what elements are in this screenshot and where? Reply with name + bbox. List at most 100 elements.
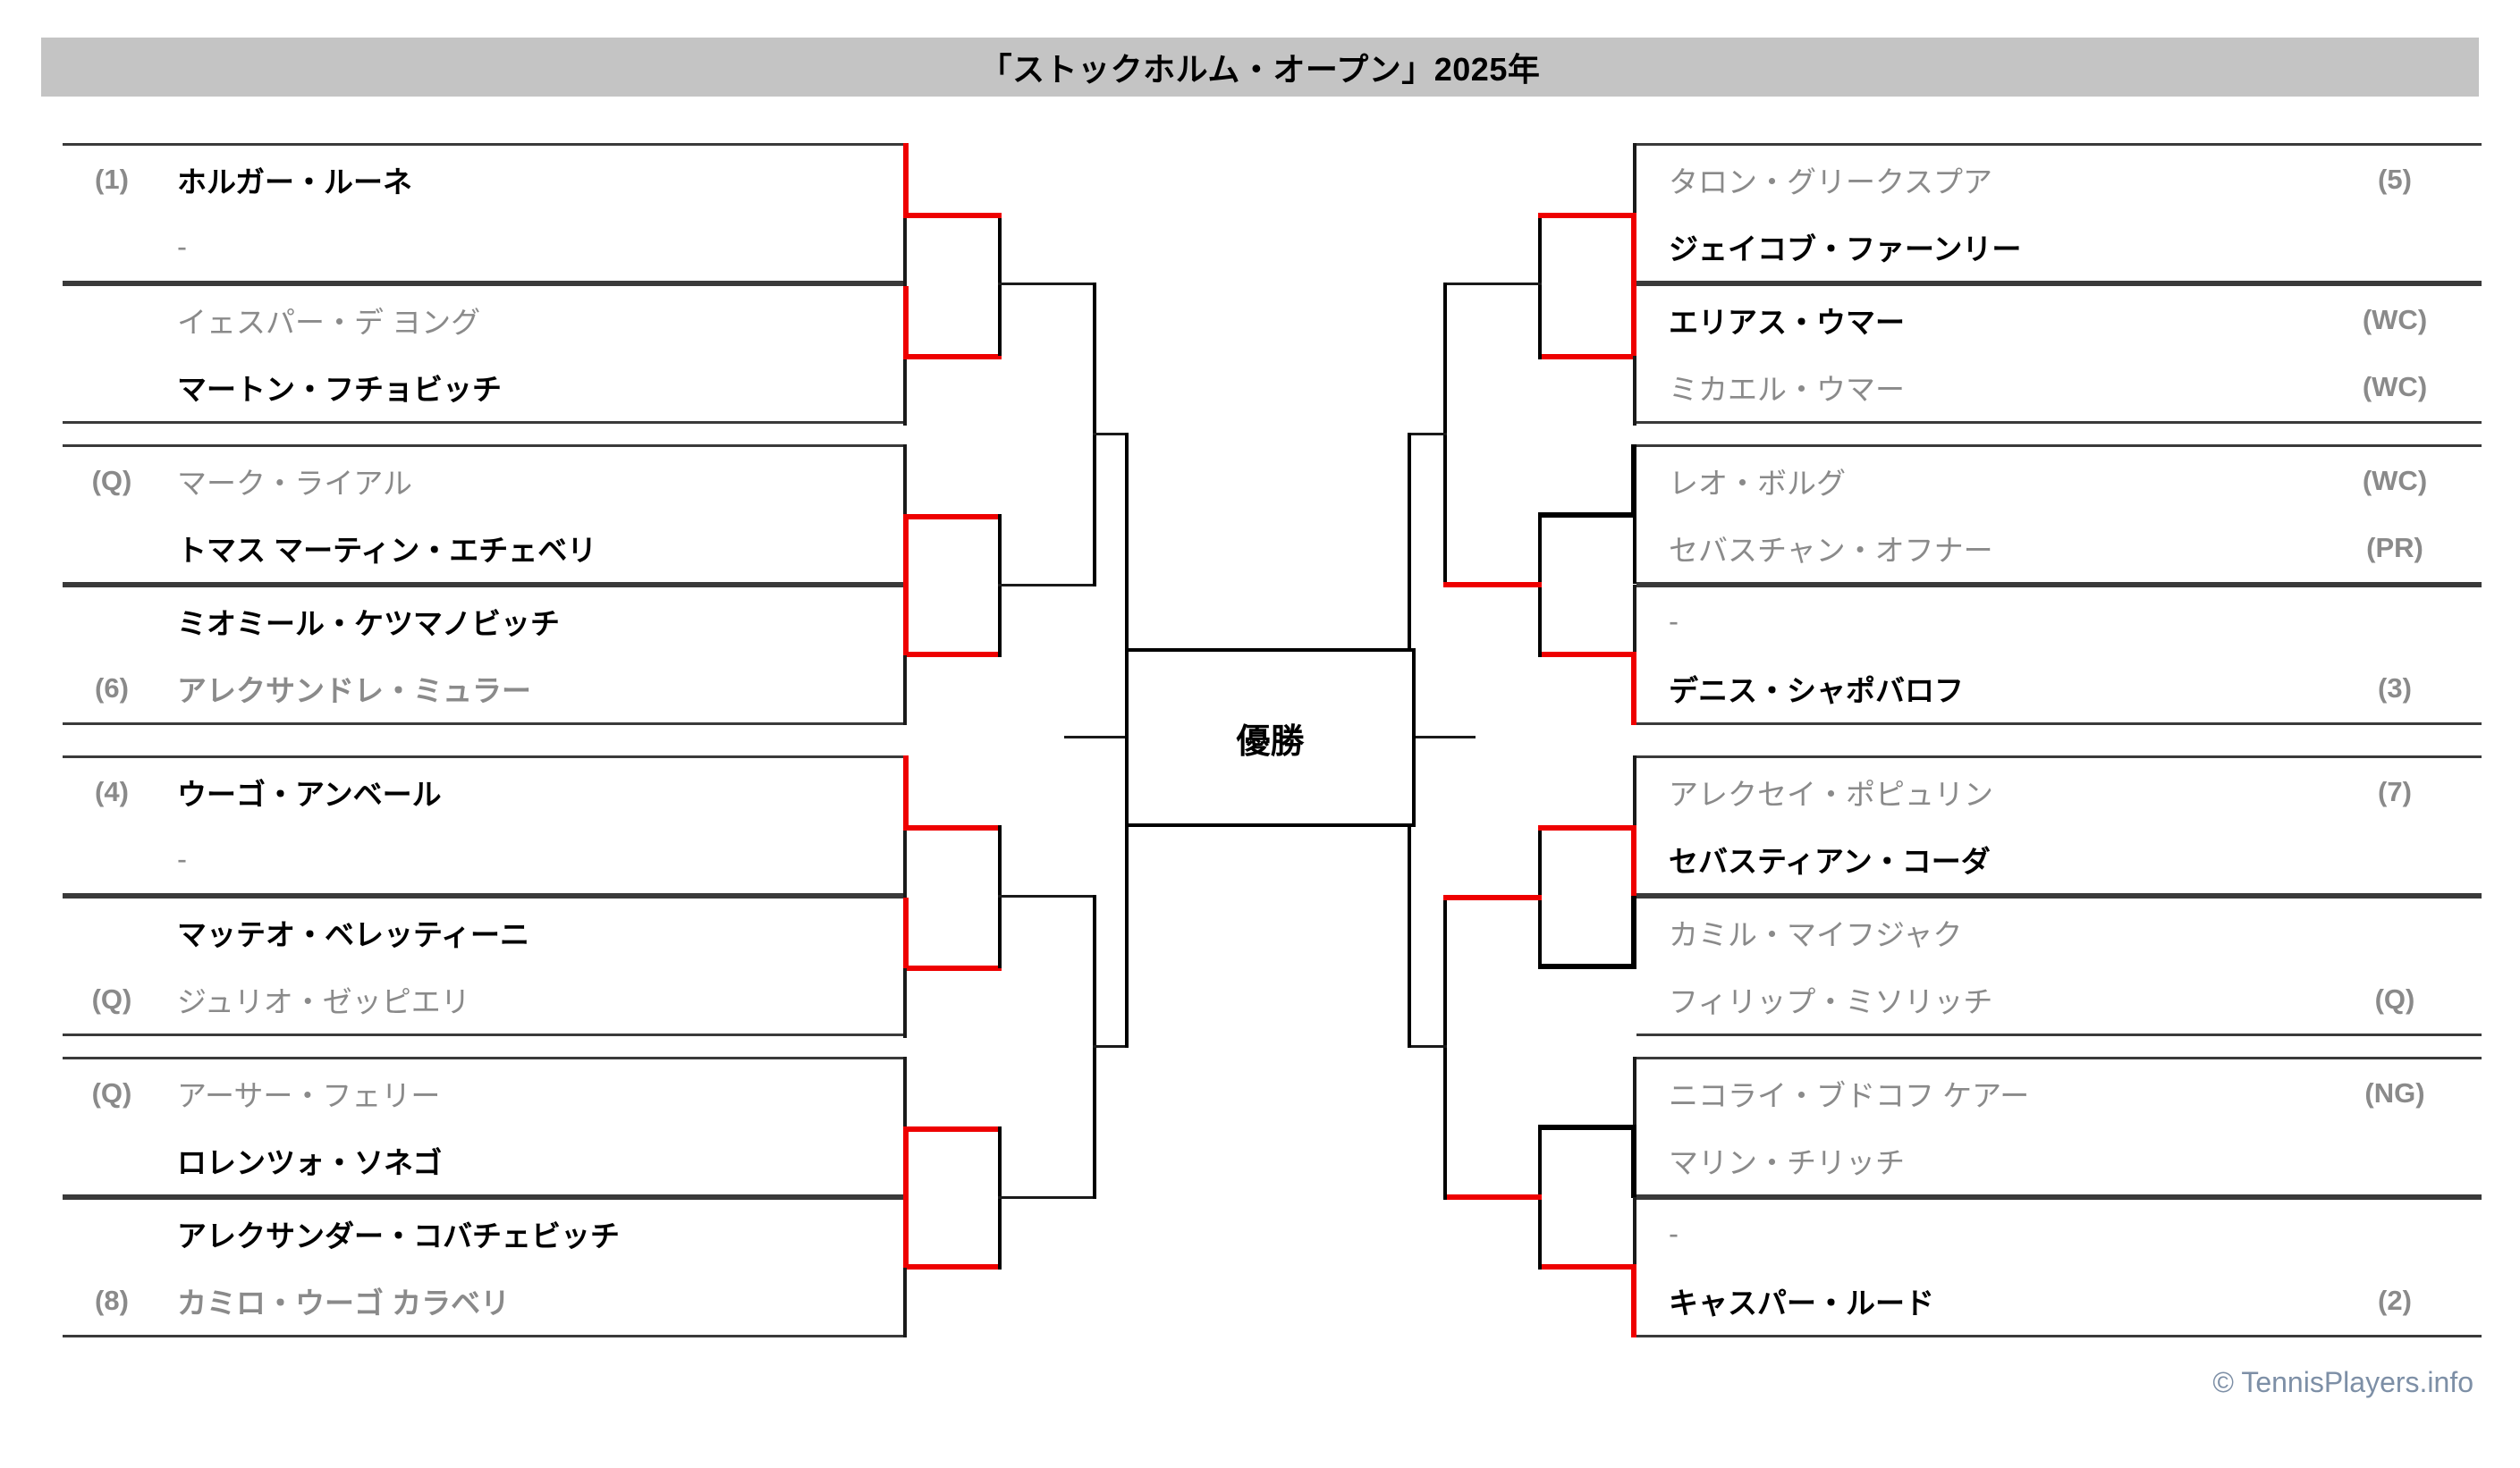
connector-line-advance xyxy=(903,825,1002,831)
seed-label: (WC) xyxy=(2362,371,2428,403)
player-name: - xyxy=(177,842,187,876)
player-slot[interactable]: - xyxy=(63,826,903,894)
match-box[interactable]: タロン・グリークスプア (5) ジェイコブ・ファーンリー xyxy=(1636,143,2482,283)
connector-line xyxy=(1633,514,1636,584)
player-slot[interactable]: アレクセイ・ポピュリン (7) xyxy=(1636,758,2482,826)
player-slot[interactable]: デニス・シャポバロフ (3) xyxy=(1636,655,2482,723)
connector-line xyxy=(903,444,907,514)
player-slot[interactable]: アレクサンダー・コバチェビッチ xyxy=(63,1200,903,1268)
champion-box[interactable]: 優勝 xyxy=(1125,648,1416,827)
seed-label: (NG) xyxy=(2364,1076,2425,1109)
player-slot[interactable]: ジェイコブ・ファーンリー xyxy=(1636,214,2482,282)
player-slot[interactable]: ニコライ・ブドコフ ケアー (NG) xyxy=(1636,1059,2482,1127)
player-slot[interactable]: (4) ウーゴ・アンベール xyxy=(63,758,903,826)
connector-line xyxy=(1633,585,1636,654)
connector-line-advance xyxy=(903,1264,1002,1270)
player-name: マーク・ライアル xyxy=(177,466,413,500)
match-box[interactable]: ニコライ・ブドコフ ケアー (NG) マリン・チリッチ xyxy=(1636,1057,2482,1197)
player-slot[interactable]: (8) カミロ・ウーゴ カラベリ xyxy=(63,1268,903,1336)
connector-line-advance xyxy=(1538,213,1636,218)
player-name: カミル・マイフジャク xyxy=(1669,917,1963,951)
match-box[interactable]: (Q) アーサー・フェリー ロレンツォ・ソネゴ xyxy=(63,1057,903,1197)
connector-line xyxy=(903,825,907,968)
player-name: ニコライ・ブドコフ ケアー xyxy=(1669,1078,2030,1112)
match-box[interactable]: アレクセイ・ポピュリン (7) セバスティアン・コーダ xyxy=(1636,755,2482,896)
connector-line xyxy=(1631,1125,1636,1198)
connector-line-advance xyxy=(903,755,909,829)
seed-label: (6) xyxy=(95,672,129,704)
player-slot[interactable]: (Q) マーク・ライアル xyxy=(63,447,903,515)
connector-line-advance xyxy=(1538,825,1636,831)
connector-line xyxy=(903,655,907,725)
player-name: ウーゴ・アンベール xyxy=(177,777,442,811)
connector-line-advance xyxy=(1631,213,1636,286)
player-slot[interactable]: セバスチャン・オフナー (PR) xyxy=(1636,515,2482,583)
connector-line-advance xyxy=(1443,582,1447,587)
seed-label: (2) xyxy=(2378,1285,2412,1317)
match-box[interactable]: - キャスパー・ルード (2) xyxy=(1636,1197,2482,1337)
seed-label: (Q) xyxy=(91,1076,132,1109)
connector-line-advance xyxy=(1443,895,1542,900)
match-box[interactable]: マッテオ・ベレッティーニ (Q) ジュリオ・ゼッピエリ xyxy=(63,896,903,1036)
connector-line xyxy=(1631,444,1636,518)
match-box[interactable]: カミル・マイフジャク フィリップ・ミソリッチ (Q) xyxy=(1636,896,2482,1036)
seed-label: (PR) xyxy=(2366,532,2423,564)
match-box[interactable]: ミオミール・ケツマノビッチ (6) アレクサンドレ・ミュラー xyxy=(63,585,903,725)
player-slot[interactable]: マリン・チリッチ xyxy=(1636,1127,2482,1195)
match-box[interactable]: アレクサンダー・コバチェビッチ (8) カミロ・ウーゴ カラベリ xyxy=(63,1197,903,1337)
player-name: ロレンツォ・ソネゴ xyxy=(177,1146,443,1180)
tournament-title-bar: 「ストックホルム・オープン」2025年 xyxy=(41,38,2479,97)
player-slot[interactable]: ミオミール・ケツマノビッチ xyxy=(63,587,903,655)
player-slot[interactable]: ロレンツォ・ソネゴ xyxy=(63,1127,903,1195)
player-name: - xyxy=(1669,1216,1679,1250)
connector-line-advance xyxy=(1538,825,1542,831)
player-slot[interactable]: タロン・グリークスプア (5) xyxy=(1636,146,2482,214)
player-slot[interactable]: - xyxy=(1636,587,2482,655)
connector-line xyxy=(1408,433,1447,435)
connector-line xyxy=(998,283,1096,285)
page-title: 「ストックホルム・オープン」2025年 xyxy=(979,51,1541,88)
player-slot[interactable]: ミカエル・ウマー (WC) xyxy=(1636,354,2482,422)
player-slot[interactable]: - xyxy=(63,214,903,282)
player-slot[interactable]: - xyxy=(1636,1200,2482,1268)
match-box[interactable]: - デニス・シャポバロフ (3) xyxy=(1636,585,2482,725)
connector-line xyxy=(1538,213,1542,359)
player-name: ジェイコブ・ファーンリー xyxy=(1669,232,2022,266)
connector-line-advance xyxy=(903,286,909,359)
player-slot[interactable]: (Q) アーサー・フェリー xyxy=(63,1059,903,1127)
connector-line xyxy=(1064,736,1129,738)
connector-line xyxy=(1633,1197,1636,1267)
match-box[interactable]: (4) ウーゴ・アンベール - xyxy=(63,755,903,896)
copyright-footer: © TennisPlayers.info xyxy=(2212,1366,2473,1398)
seed-label: (3) xyxy=(2378,672,2412,704)
player-slot[interactable]: レオ・ボルグ (WC) xyxy=(1636,447,2482,515)
player-slot[interactable]: マートン・フチョビッチ xyxy=(63,354,903,422)
seed-label: (WC) xyxy=(2362,303,2428,335)
match-box[interactable]: エリアス・ウマー (WC) ミカエル・ウマー (WC) xyxy=(1636,283,2482,424)
seed-label: (5) xyxy=(2378,163,2412,195)
player-slot[interactable]: トマス マーティン・エチェベリ xyxy=(63,515,903,583)
player-slot[interactable]: エリアス・ウマー (WC) xyxy=(1636,286,2482,354)
player-slot[interactable]: キャスパー・ルード (2) xyxy=(1636,1268,2482,1336)
player-slot[interactable]: (1) ホルガー・ルーネ xyxy=(63,146,903,214)
connector-line-advance xyxy=(903,652,1002,657)
connector-line xyxy=(1538,512,1636,518)
player-slot[interactable]: (Q) ジュリオ・ゼッピエリ xyxy=(63,966,903,1034)
player-slot[interactable]: フィリップ・ミソリッチ (Q) xyxy=(1636,966,2482,1034)
connector-line-advance xyxy=(903,514,1002,519)
player-slot[interactable]: カミル・マイフジャク xyxy=(1636,899,2482,966)
player-slot[interactable]: セバスティアン・コーダ xyxy=(1636,826,2482,894)
connector-line-advance xyxy=(1538,354,1636,359)
player-slot[interactable]: イェスパー・デ ヨング xyxy=(63,286,903,354)
connector-line-advance xyxy=(1631,1264,1636,1337)
match-box[interactable]: (Q) マーク・ライアル トマス マーティン・エチェベリ xyxy=(63,444,903,585)
match-box[interactable]: イェスパー・デ ヨング マートン・フチョビッチ xyxy=(63,283,903,424)
player-slot[interactable]: マッテオ・ベレッティーニ xyxy=(63,899,903,966)
player-name: カミロ・ウーゴ カラベリ xyxy=(177,1287,511,1320)
connector-line xyxy=(1633,1057,1636,1130)
player-slot[interactable]: (6) アレクサンドレ・ミュラー xyxy=(63,655,903,723)
match-box[interactable]: レオ・ボルグ (WC) セバスチャン・オフナー (PR) xyxy=(1636,444,2482,585)
match-box[interactable]: (1) ホルガー・ルーネ - xyxy=(63,143,903,283)
connector-line xyxy=(903,1057,907,1126)
